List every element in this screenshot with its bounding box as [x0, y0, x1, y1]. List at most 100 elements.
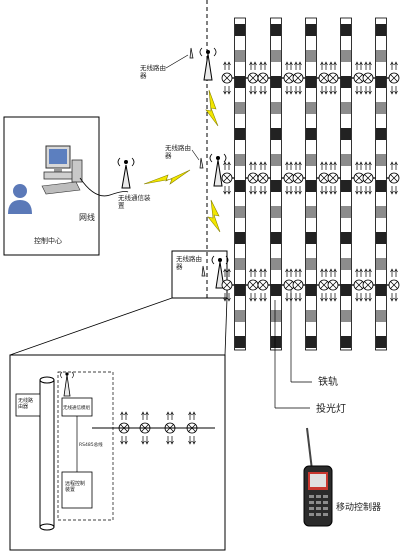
- rail-band: [271, 258, 281, 270]
- lamp-cross: [329, 174, 337, 182]
- beam-arrow-head: [227, 61, 231, 66]
- rail-band: [341, 102, 351, 114]
- beam-arrow-head: [394, 268, 398, 273]
- lamp-cross: [320, 74, 328, 82]
- beam-arrow-head: [170, 411, 174, 416]
- beam-arrow-head: [298, 90, 302, 95]
- rail-band: [235, 50, 245, 62]
- inset-antenna-icon: [60, 371, 74, 397]
- inset-pole-top: [39, 376, 55, 384]
- beam-arrow-head: [289, 161, 293, 166]
- beam-arrow-head: [368, 268, 372, 273]
- beam-arrow-head: [355, 268, 359, 273]
- mobile-controller-icon: [303, 427, 333, 527]
- beam-arrow-head: [259, 161, 263, 166]
- rail-band: [341, 258, 351, 270]
- mobile-controller-label: 移动控制器: [336, 501, 381, 513]
- beam-arrow-head: [329, 61, 333, 66]
- rail-band: [271, 232, 281, 244]
- rail-band: [235, 180, 245, 192]
- rail-band: [341, 24, 351, 36]
- beam-arrow-head: [249, 190, 253, 195]
- beam-arrow-head: [324, 297, 328, 302]
- lamp-cross: [285, 174, 293, 182]
- beam-arrow-head: [253, 268, 257, 273]
- beam-arrow-head: [223, 268, 227, 273]
- beam-arrow-head: [359, 268, 363, 273]
- beam-arrow-head: [289, 61, 293, 66]
- beam-arrow-head: [166, 440, 170, 445]
- control-center-label: 控制中心: [34, 236, 62, 245]
- lamp-cross: [223, 74, 231, 82]
- beam-arrow-head: [324, 90, 328, 95]
- inset-router-label: 无线路由器: [18, 397, 33, 410]
- rail-band: [306, 310, 316, 322]
- beam-arrow-head: [359, 61, 363, 66]
- beam-arrow-head: [166, 411, 170, 416]
- computer-icon: [41, 145, 83, 195]
- rail-band: [306, 76, 316, 88]
- beam-arrow-head: [249, 297, 253, 302]
- beam-arrow-head: [394, 297, 398, 302]
- beam-arrow-head: [390, 268, 394, 273]
- network-cable-label: 网线: [79, 212, 95, 222]
- beam-arrow-head: [364, 90, 368, 95]
- beam-arrow-head: [263, 190, 267, 195]
- beam-arrow-head: [364, 161, 368, 166]
- beam-arrow-head: [294, 297, 298, 302]
- beam-arrow-head: [390, 190, 394, 195]
- rail-band: [306, 154, 316, 166]
- beam-arrow-head: [263, 297, 267, 302]
- lamp-cross: [259, 74, 267, 82]
- rail-band: [376, 154, 386, 166]
- beam-arrow-head: [263, 161, 267, 166]
- rail-band: [376, 102, 386, 114]
- beam-arrow-head: [359, 161, 363, 166]
- router-mid-antenna-icon: [199, 153, 227, 187]
- rail-band: [306, 24, 316, 36]
- router-top-label: 无线路由器: [140, 63, 166, 79]
- beam-arrow-head: [285, 90, 289, 95]
- beam-arrow-head: [329, 90, 333, 95]
- beam-arrow-head: [394, 61, 398, 66]
- rail-grid: [221, 17, 400, 351]
- rail-band: [376, 232, 386, 244]
- beam-arrow-head: [249, 90, 253, 95]
- rail-band: [271, 128, 281, 140]
- rail-band: [376, 50, 386, 62]
- beam-arrow-head: [259, 268, 263, 273]
- lamp-cross: [249, 281, 257, 289]
- beam-arrow-head: [298, 161, 302, 166]
- beam-arrow-head: [329, 268, 333, 273]
- beam-arrow-head: [223, 61, 227, 66]
- inset-enclosure: [57, 371, 114, 521]
- rail-band: [306, 258, 316, 270]
- beam-arrow-head: [259, 190, 263, 195]
- beam-arrow-head: [259, 61, 263, 66]
- rail-band: [376, 336, 386, 348]
- beam-arrow-head: [253, 161, 257, 166]
- beam-arrow-head: [298, 297, 302, 302]
- beam-arrow-head: [320, 61, 324, 66]
- rail-band: [235, 232, 245, 244]
- rail-band: [235, 154, 245, 166]
- beam-arrow-head: [124, 440, 128, 445]
- beam-arrow-head: [294, 190, 298, 195]
- beam-arrow-head: [289, 190, 293, 195]
- beam-arrow-head: [390, 297, 394, 302]
- router-bottom-label: 无线路由器: [176, 254, 202, 270]
- beam-arrow-head: [359, 90, 363, 95]
- beam-arrow-head: [188, 411, 192, 416]
- beam-arrow-head: [329, 190, 333, 195]
- rail-band: [235, 310, 245, 322]
- rail-band: [306, 336, 316, 348]
- beam-arrow-head: [294, 90, 298, 95]
- rail-band: [235, 76, 245, 88]
- rail-band: [235, 284, 245, 296]
- rail-band: [376, 258, 386, 270]
- beam-arrow-head: [289, 90, 293, 95]
- rail-band: [271, 180, 281, 192]
- beam-arrow-head: [333, 190, 337, 195]
